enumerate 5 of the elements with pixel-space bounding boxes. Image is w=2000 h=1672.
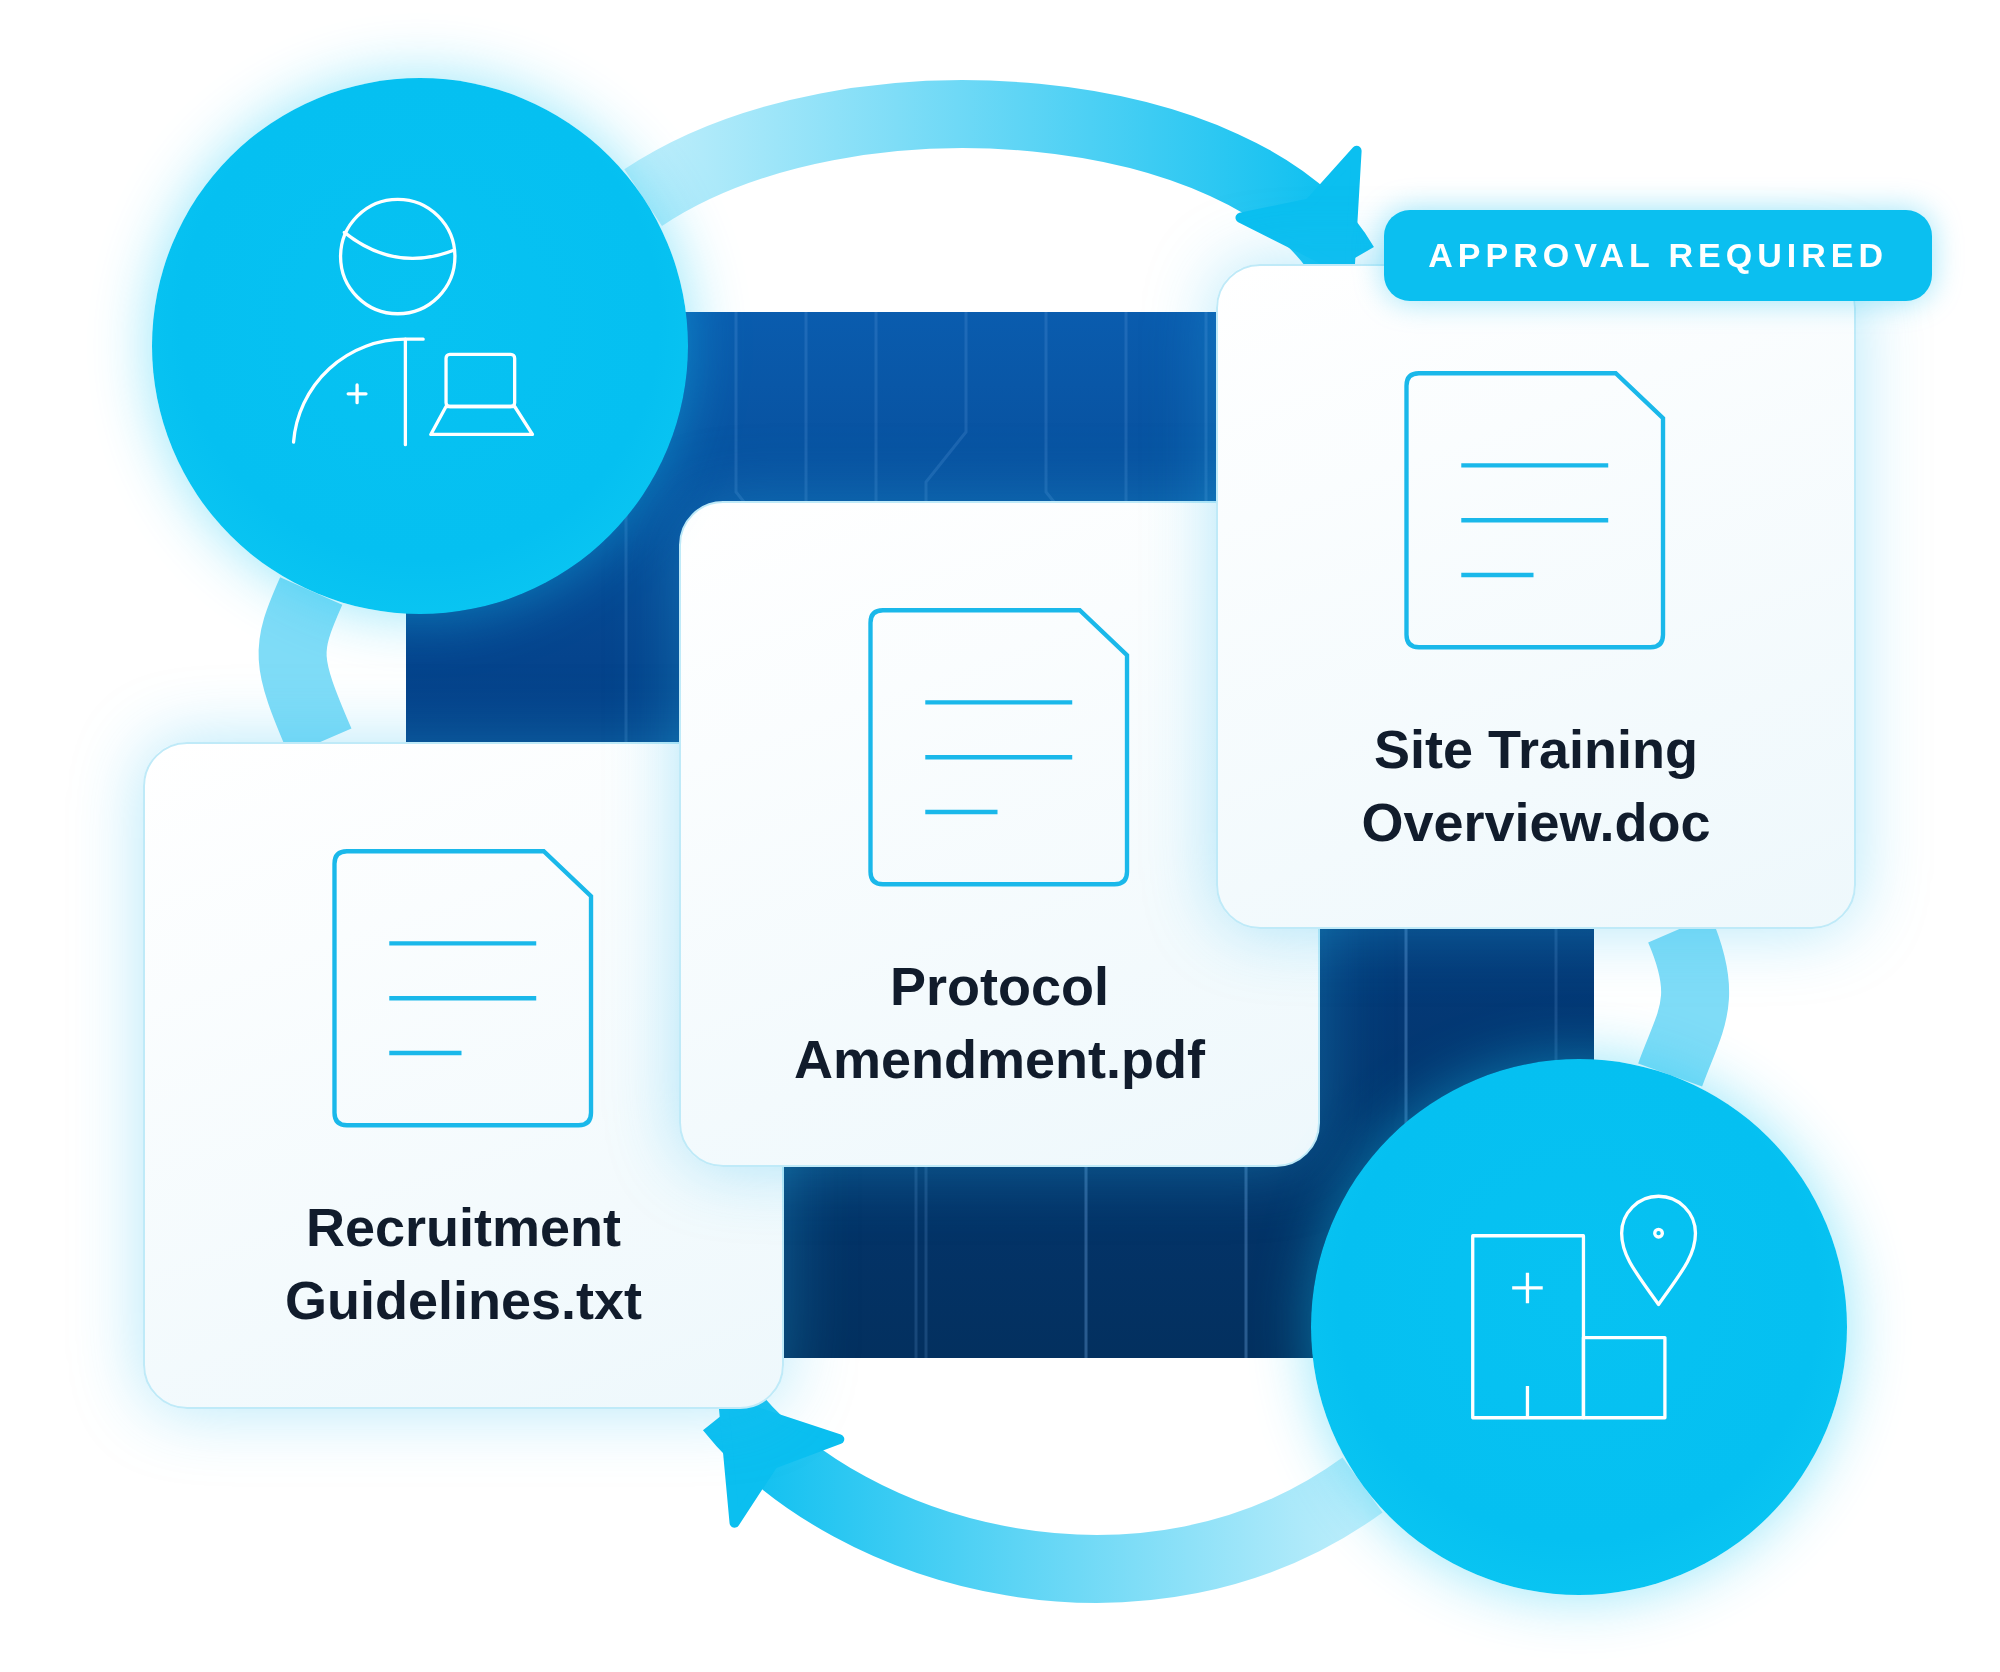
file-card [143,742,784,1409]
file-name: Protocol Amendment.pdf [793,955,1206,1092]
file-name: Recruitment Guidelines.txt [283,1196,644,1333]
approval-badge: APPROVAL REQUIRED [1384,210,1932,301]
file-name: Site Training Overview.doc [1360,718,1712,855]
